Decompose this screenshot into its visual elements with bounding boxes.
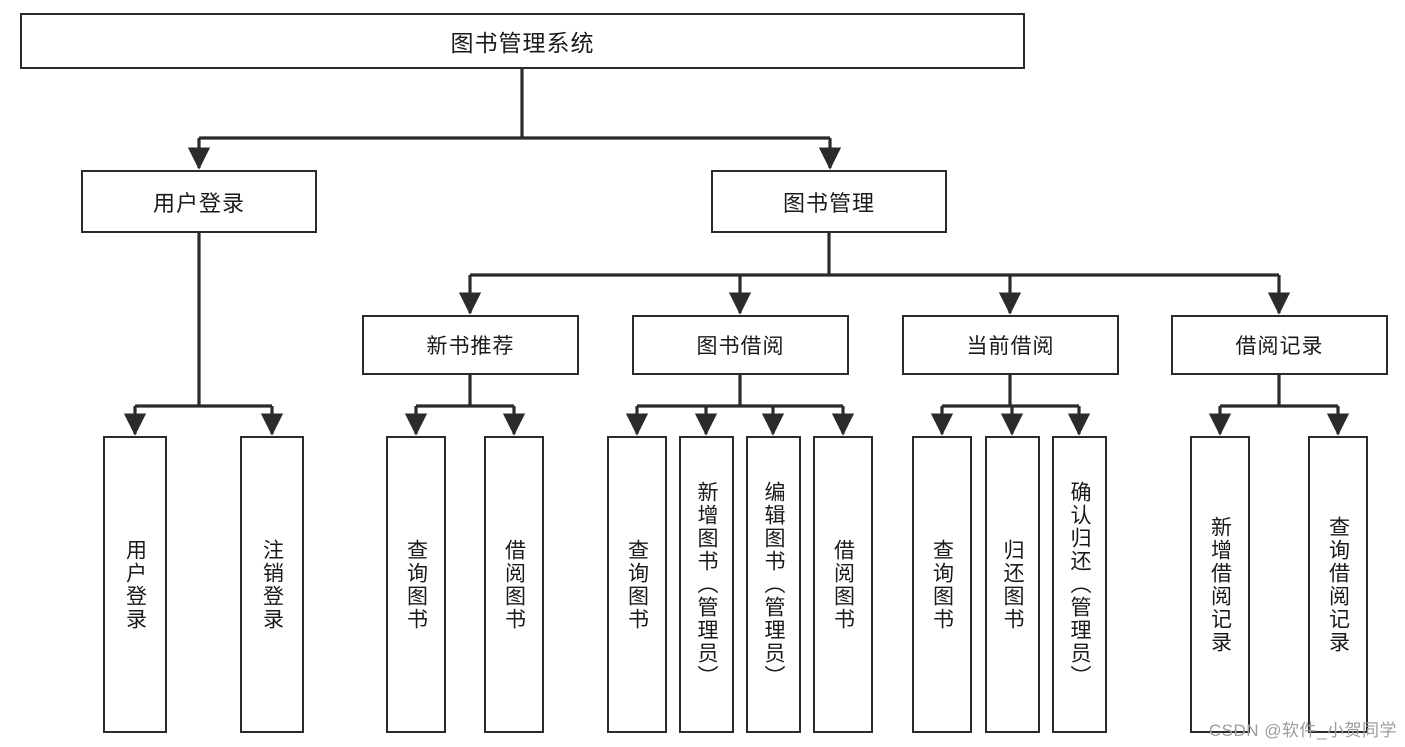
- leaf-add-borrow-record-label: 新增借阅记录: [1208, 515, 1232, 654]
- node-borrow-records[interactable]: 借阅记录: [1171, 315, 1388, 375]
- leaf-query-book-current[interactable]: 查询图书: [912, 436, 972, 733]
- node-user-login-label: 用户登录: [152, 190, 245, 216]
- leaf-query-borrow-record[interactable]: 查询借阅记录: [1308, 436, 1368, 733]
- leaf-edit-book-admin[interactable]: 编辑图书（管理员）: [746, 436, 801, 733]
- node-user-login[interactable]: 用户登录: [81, 170, 317, 233]
- node-root[interactable]: 图书管理系统: [20, 13, 1025, 69]
- leaf-add-book-admin-label: 新增图书（管理员）: [695, 481, 718, 688]
- leaf-borrow-book[interactable]: 借阅图书: [813, 436, 873, 733]
- node-book-management-label: 图书管理: [782, 190, 875, 216]
- node-root-label: 图书管理系统: [450, 30, 595, 56]
- leaf-add-borrow-record[interactable]: 新增借阅记录: [1190, 436, 1250, 733]
- leaf-logout[interactable]: 注销登录: [240, 436, 304, 733]
- node-new-book-recommend[interactable]: 新书推荐: [362, 315, 579, 375]
- leaf-confirm-return-admin[interactable]: 确认归还（管理员）: [1052, 436, 1107, 733]
- leaf-confirm-return-admin-label: 确认归还（管理员）: [1068, 481, 1091, 688]
- leaf-logout-label: 注销登录: [260, 538, 284, 631]
- leaf-borrow-book-label: 借阅图书: [831, 538, 855, 631]
- leaf-query-book-current-label: 查询图书: [930, 538, 954, 631]
- leaf-query-book-borrow-label: 查询图书: [625, 538, 649, 631]
- node-current-borrow[interactable]: 当前借阅: [902, 315, 1119, 375]
- leaf-query-book-recommend-label: 查询图书: [404, 538, 428, 631]
- leaf-return-book-label: 归还图书: [1001, 538, 1024, 631]
- leaf-query-book-borrow[interactable]: 查询图书: [607, 436, 667, 733]
- leaf-add-book-admin[interactable]: 新增图书（管理员）: [679, 436, 734, 733]
- leaf-borrow-book-recommend-label: 借阅图书: [502, 538, 526, 631]
- node-borrow-records-label: 借阅记录: [1235, 335, 1324, 358]
- leaf-edit-book-admin-label: 编辑图书（管理员）: [762, 481, 785, 688]
- leaf-user-login[interactable]: 用户登录: [103, 436, 167, 733]
- watermark: CSDN @软件_小贺同学: [1208, 721, 1397, 740]
- leaf-query-borrow-record-label: 查询借阅记录: [1326, 515, 1350, 654]
- leaf-query-book-recommend[interactable]: 查询图书: [386, 436, 446, 733]
- node-book-management[interactable]: 图书管理: [711, 170, 947, 233]
- leaf-return-book[interactable]: 归还图书: [985, 436, 1040, 733]
- leaf-user-login-label: 用户登录: [123, 538, 147, 631]
- leaf-borrow-book-recommend[interactable]: 借阅图书: [484, 436, 544, 733]
- node-book-borrow-label: 图书借阅: [696, 335, 785, 358]
- node-book-borrow[interactable]: 图书借阅: [632, 315, 849, 375]
- node-new-book-recommend-label: 新书推荐: [426, 335, 515, 358]
- node-current-borrow-label: 当前借阅: [966, 335, 1055, 358]
